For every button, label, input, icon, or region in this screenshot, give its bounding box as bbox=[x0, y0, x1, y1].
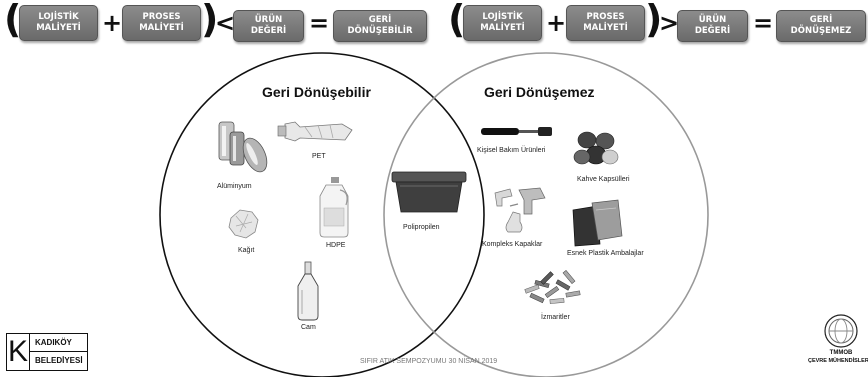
formula1-recyclable-box: GERİ DÖNÜŞEBİLİR bbox=[333, 10, 427, 42]
formula2-close-paren: ) bbox=[645, 0, 663, 41]
complex-caps-label: Kompleks Kapaklar bbox=[482, 241, 543, 248]
formula1-logistics-line2: MALİYETİ bbox=[36, 23, 81, 33]
hdpe-jug-icon bbox=[319, 177, 349, 238]
formula2-product-value-box: ÜRÜN DEĞERİ bbox=[677, 10, 748, 42]
formula2-logistics-line1: LOJİSTİK bbox=[482, 12, 523, 22]
pet-label: PET bbox=[312, 153, 326, 160]
footer-text: SIFIR ATIK SEMPOZYUMU 30 NİSAN 2019 bbox=[360, 358, 498, 365]
formula1-recyclable-line1: GERİ bbox=[368, 15, 392, 25]
hdpe-label: HDPE bbox=[326, 242, 346, 249]
formula2-process-line2: MALİYETİ bbox=[583, 23, 628, 33]
venn-left-circle bbox=[159, 52, 485, 377]
formula1-plus: + bbox=[102, 9, 123, 37]
recyclable-title: Geri Dönüşebilir bbox=[262, 84, 371, 100]
cigarette-butts-icon bbox=[524, 269, 581, 304]
paper-label: Kağıt bbox=[238, 247, 255, 254]
formula2-logistics-cost-box: LOJİSTİK MALİYETİ bbox=[463, 5, 542, 41]
formula2-process-line1: PROSES bbox=[586, 12, 625, 22]
tmmob-logo-icon bbox=[824, 314, 858, 348]
flexible-packaging-label: Esnek Plastik Ambalajlar bbox=[567, 250, 644, 257]
formula1-recyclable-line2: DÖNÜŞEBİLİR bbox=[347, 26, 413, 36]
formula2-product-line2: DEĞERİ bbox=[694, 26, 731, 36]
formula1-product-value-box: ÜRÜN DEĞERİ bbox=[233, 10, 304, 42]
kadikoy-logo-line1: KADIKÖY bbox=[30, 334, 87, 352]
kadikoy-logo-letter: K bbox=[7, 334, 30, 370]
kadikoy-logo: K KADIKÖY BELEDİYESİ bbox=[6, 333, 88, 371]
polypropylene-label: Polipropilen bbox=[403, 224, 440, 231]
formula2-open-paren: ( bbox=[448, 0, 466, 41]
mascara-icon bbox=[481, 127, 552, 136]
kadikoy-logo-line2: BELEDİYESİ bbox=[35, 356, 83, 365]
glass-bottle-icon bbox=[297, 261, 319, 321]
coffee-capsules-icon bbox=[573, 131, 619, 165]
tmmob-logo-line2: ÇEVRE MÜHENDİSLERİ bbox=[808, 358, 868, 364]
tmmob-logo-line1: TMMOB bbox=[829, 350, 853, 356]
formula1-close-paren: ) bbox=[201, 0, 219, 41]
formula1-logistics-line1: LOJİSTİK bbox=[38, 12, 79, 22]
formula1-process-line2: MALİYETİ bbox=[139, 23, 184, 33]
formula2-nonrecyclable-line2: DÖNÜŞEMEZ bbox=[790, 26, 852, 36]
aluminum-cans-icon bbox=[218, 121, 268, 173]
venn-right-circle bbox=[383, 52, 709, 377]
formula1-process-cost-box: PROSES MALİYETİ bbox=[122, 5, 201, 41]
glass-label: Cam bbox=[301, 324, 316, 331]
non-recyclable-title: Geri Dönüşemez bbox=[484, 84, 595, 100]
coffee-capsules-label: Kahve Kapsülleri bbox=[577, 176, 630, 183]
pet-bottle-icon bbox=[277, 121, 353, 142]
formula1-open-paren: ( bbox=[4, 0, 22, 41]
formula1-less-than: < bbox=[215, 9, 236, 37]
formula1-process-line1: PROSES bbox=[142, 12, 181, 22]
cigarette-butts-label: İzmaritler bbox=[541, 314, 570, 321]
formula1-product-line2: DEĞERİ bbox=[250, 26, 287, 36]
crumpled-paper-icon bbox=[228, 209, 259, 239]
formula1-logistics-cost-box: LOJİSTİK MALİYETİ bbox=[19, 5, 98, 41]
formula1-product-line1: ÜRÜN bbox=[254, 15, 283, 25]
flexible-packaging-icon bbox=[572, 199, 623, 247]
spray-caps-icon bbox=[494, 187, 546, 233]
formula1-equals: = bbox=[309, 9, 330, 37]
formula2-nonrecyclable-line1: GERİ bbox=[809, 15, 833, 25]
polypropylene-tub-icon bbox=[391, 171, 467, 213]
formula2-process-cost-box: PROSES MALİYETİ bbox=[566, 5, 645, 41]
aluminum-label: Alüminyum bbox=[217, 183, 252, 190]
formula2-equals: = bbox=[753, 9, 774, 37]
formula2-logistics-line2: MALİYETİ bbox=[480, 23, 525, 33]
formula2-greater-than: > bbox=[659, 9, 680, 37]
formula2-plus: + bbox=[546, 9, 567, 37]
formula2-non-recyclable-box: GERİ DÖNÜŞEMEZ bbox=[776, 10, 866, 42]
kadikoy-logo-text: KADIKÖY BELEDİYESİ bbox=[30, 334, 87, 370]
personal-care-label: Kişisel Bakım Ürünleri bbox=[477, 147, 546, 154]
formula2-product-line1: ÜRÜN bbox=[698, 15, 727, 25]
